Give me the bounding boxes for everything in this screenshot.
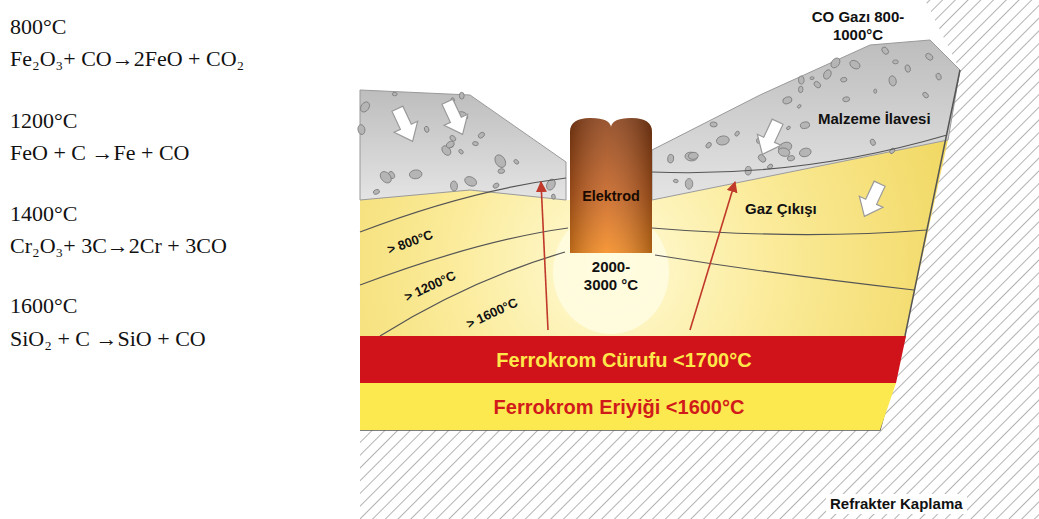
rock [888,75,897,86]
rock [829,56,842,69]
rock [822,68,833,80]
rock [800,121,810,129]
rock [869,138,876,146]
rock [378,169,393,185]
rock [409,169,422,179]
electrode-outline [570,118,652,253]
furnace-wall [360,70,960,430]
refractory-lining [360,0,1039,519]
gas-outlet-label: Gaz Çıkışı [745,200,817,218]
reaction-equation: SiO₂ + C →SiO + CO [10,326,206,352]
refractory-label: Refrakter Kaplama [826,494,967,514]
rock [924,52,934,61]
rock [458,149,464,155]
rock [688,152,699,160]
charge-left [360,90,566,200]
rock [498,168,505,174]
rock [935,72,942,80]
melt-layer-outline [360,383,896,430]
rock [840,77,847,82]
rock [874,89,877,93]
electrode: Elektrod [570,118,652,253]
gas-label: CO Gazı 800-1000°C [808,8,908,44]
slag-layer-label: Ferrokrom Cürufu <1700°C [360,348,888,372]
rock [813,80,822,89]
reaction-equation: FeO + C →Fe + CO [10,140,189,166]
rock [492,182,500,189]
rock [450,181,458,191]
melt-layer-label: Ferrokrom Eriyiği <1600°C [360,395,878,419]
temperature: 1600°C [10,293,77,319]
rock [472,141,478,146]
rock [798,147,812,158]
reaction-equation: Fe₂O₃+ CO→2FeO + CO₂ [10,46,244,72]
rock [798,76,804,84]
slag-layer: Ferrokrom Cürufu <1700°C [360,336,906,383]
rock [424,126,430,133]
temperature: 1200°C [10,108,77,134]
rock [848,59,861,71]
rock [716,135,730,146]
melt-layer: Ferrokrom Eriyiği <1600°C [360,383,896,430]
charge-right [652,40,960,200]
electrode-shape [570,118,652,253]
rock [392,92,397,96]
rock [459,92,464,99]
rock [881,46,890,56]
rock [810,77,814,80]
rock [782,96,793,105]
rock [513,159,520,165]
rock [705,141,713,149]
rock [842,96,850,102]
rock [922,91,930,99]
rock [551,194,555,200]
electrode-label: Elektrod [570,186,652,206]
temperature: 1400°C [10,201,77,227]
isotherms [360,135,947,336]
rock [904,64,911,73]
rock [777,147,790,158]
rock [893,60,899,64]
rock [477,131,485,139]
rock [786,125,791,130]
gas-arrow [541,182,548,330]
rock [493,153,508,170]
arc-temperature: 2000-3000 °C [576,258,646,294]
slag-layer-outline [360,336,906,383]
gas-arrow [690,182,735,330]
rock [710,122,717,127]
rock [685,152,698,162]
temperature: 800°C [10,14,66,40]
rock [797,104,802,109]
rock [373,189,381,195]
rock [667,154,674,163]
material-feed-label: Malzeme İlavesi [818,110,931,128]
rock [734,130,740,136]
rock [359,100,372,114]
rock [798,86,803,93]
rock [673,179,678,183]
reaction-equation: Cr₂O₃+ 3C→2Cr + 3CO [10,233,227,259]
rock [357,124,366,135]
rock [463,175,478,188]
rock [685,179,692,190]
rock [449,134,457,142]
electrode-shading [570,118,652,253]
